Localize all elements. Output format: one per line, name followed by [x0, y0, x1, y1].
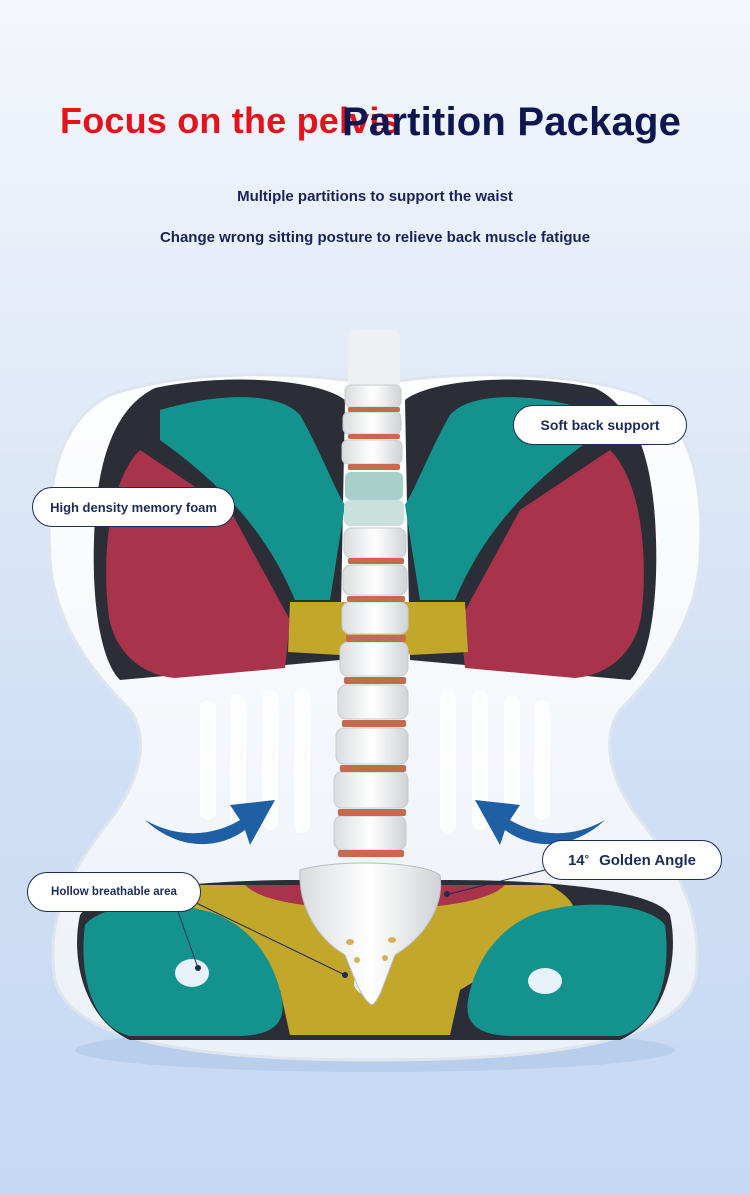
degree-symbol: ° — [584, 854, 590, 866]
angle-label: Golden Angle — [599, 851, 697, 869]
headline: Focus on the pelvis Partition Package — [60, 100, 681, 144]
ventilation-ribs — [200, 688, 550, 833]
callout-hollow-breathable: Hollow breathable area — [27, 872, 201, 912]
sacrum — [299, 862, 442, 1006]
headline-red: Focus on the pelvis — [60, 100, 400, 141]
arrow-right-icon — [475, 800, 605, 845]
foam-crimson-right — [460, 450, 644, 678]
leader-hollow-1 — [174, 902, 199, 969]
arrow-left-icon — [145, 800, 275, 845]
callout-memory-foam: High density memory foam — [32, 487, 235, 527]
callout-soft-back-support: Soft back support — [513, 405, 687, 445]
callout-golden-angle: 14° Golden Angle — [542, 840, 722, 880]
leader-hollow-2 — [189, 899, 346, 976]
subtitle-2: Change wrong sitting posture to relieve … — [159, 229, 591, 246]
foam-teal-seat-right — [467, 904, 667, 1036]
leader-angle — [444, 869, 546, 896]
foam-teal-top-left — [160, 397, 345, 600]
subtitle-1: Multiple partitions to support the waist — [237, 188, 513, 205]
spine-illustration — [299, 330, 442, 1006]
foam-teal-top-right — [405, 397, 590, 600]
angle-number: 14 — [567, 851, 585, 869]
headline-navy: Partition Package — [342, 100, 682, 144]
breath-hole-left — [175, 959, 209, 987]
breath-hole-right — [528, 968, 562, 994]
